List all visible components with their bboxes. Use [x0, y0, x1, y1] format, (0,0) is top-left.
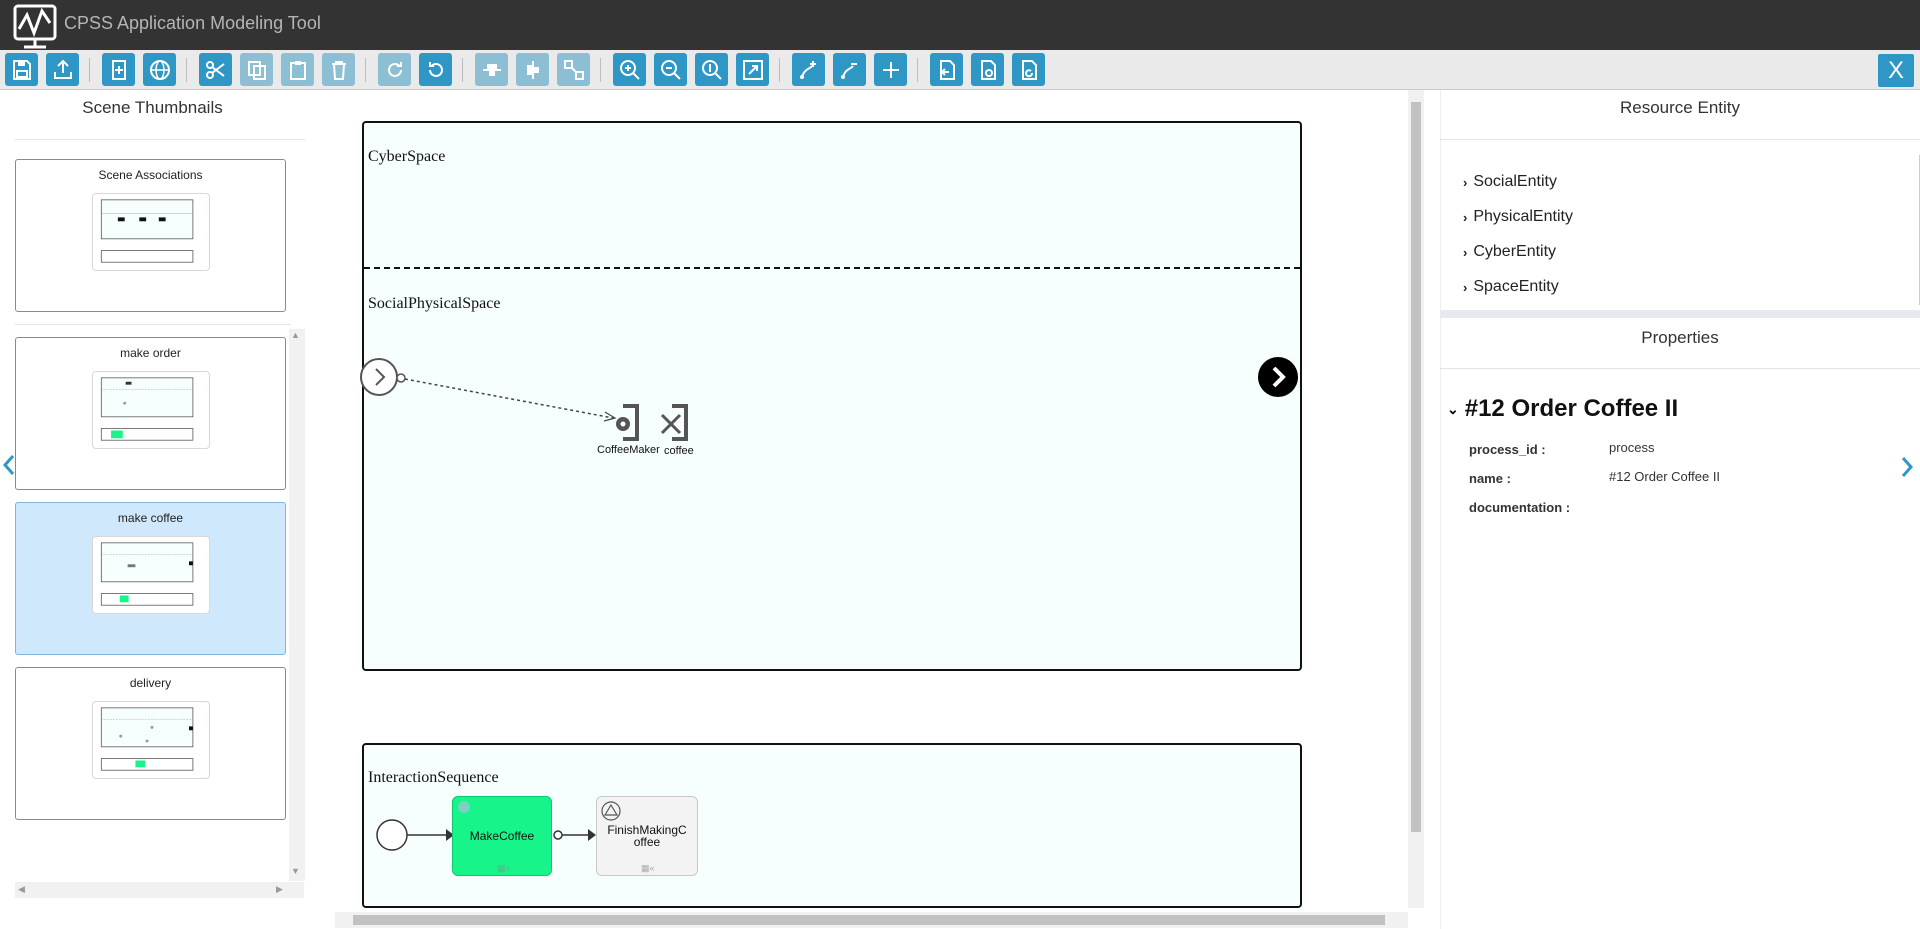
resource-entity-title: Resource Entity [1620, 98, 1740, 117]
chevron-right-icon: › [1463, 244, 1468, 260]
title-bar [0, 0, 1920, 50]
cut-icon[interactable] [199, 53, 232, 86]
right-panel [1440, 90, 1920, 929]
task-label-line1: FinishMakingC [607, 823, 687, 837]
prop-value-process-id[interactable]: process [1609, 440, 1655, 455]
scroll-right-arrow-icon[interactable]: ▶ [276, 884, 283, 894]
scene-thumbnail-delivery[interactable]: delivery [15, 667, 286, 820]
prop-key-process-id: process_id : [1469, 442, 1546, 457]
zoom-in-icon[interactable] [613, 53, 646, 86]
align-middle-icon[interactable] [516, 53, 549, 86]
scene-label: make coffee [117, 511, 184, 525]
prop-value-name[interactable]: #12 Order Coffee II [1609, 469, 1721, 484]
task-marker-icon: ▦« [641, 863, 655, 873]
chevron-right-icon: › [1463, 209, 1468, 225]
task-label: MakeCoffee [469, 829, 535, 843]
task-marker-icon: ▦« [497, 863, 511, 873]
refresh-file-icon[interactable] [1012, 53, 1045, 86]
coffee-node-icon[interactable] [658, 403, 698, 448]
app-title: CPSS Application Modeling Tool [64, 13, 321, 33]
next-scene-icon[interactable] [1257, 356, 1299, 403]
gear-icon [458, 801, 470, 813]
prop-key-name: name : [1469, 471, 1511, 486]
scene-preview [92, 371, 210, 449]
paste-icon[interactable] [281, 53, 314, 86]
properties-title: Properties [1641, 328, 1719, 347]
zoom-out-icon[interactable] [654, 53, 687, 86]
coffee-maker-node-icon[interactable] [609, 403, 649, 448]
plus-icon[interactable] [874, 53, 907, 86]
prop-key-documentation: documentation : [1469, 500, 1571, 515]
lane-label-cyberspace: CyberSpace [368, 148, 446, 165]
tree-item-physical-entity[interactable]: ›PhysicalEntity [1463, 208, 1573, 225]
scene-preview [92, 701, 210, 779]
save-icon[interactable] [5, 53, 38, 86]
fit-screen-icon[interactable] [736, 53, 769, 86]
edge-remove-icon[interactable] [833, 53, 866, 86]
canvas-horizontal-scroll-thumb[interactable] [353, 915, 1385, 925]
association-connector[interactable] [355, 350, 715, 460]
thumbnails-title: Scene Thumbnails [82, 98, 223, 117]
sequence-flow-connectors [376, 819, 596, 851]
scene-thumbnail-make-order[interactable]: make order [15, 337, 286, 490]
scene-thumbnail-make-coffee[interactable]: make coffee [15, 502, 286, 655]
delete-icon[interactable] [322, 53, 355, 86]
canvas-vertical-scroll-thumb[interactable] [1411, 102, 1421, 832]
tree-item-space-entity[interactable]: ›SpaceEntity [1463, 278, 1559, 295]
process-title: #12 Order Coffee II [1464, 395, 1679, 422]
scene-preview [92, 193, 210, 271]
scene-preview [92, 536, 210, 614]
chevron-right-icon: › [1463, 279, 1468, 295]
chevron-down-icon: ⌄ [1447, 400, 1459, 417]
export-file-icon[interactable] [971, 53, 1004, 86]
scene-label: Scene Associations [98, 168, 203, 182]
triangle-event-icon [600, 800, 622, 825]
scene-label: make order [120, 346, 181, 360]
align-center-icon[interactable] [475, 53, 508, 86]
lane-label-social-physical-space: SocialPhysicalSpace [368, 295, 501, 312]
task-finish-making-coffee[interactable]: FinishMakingC offee ▦« [596, 796, 698, 876]
close-button[interactable]: X [1878, 54, 1914, 87]
fit-icon[interactable] [557, 53, 590, 86]
edge-add-icon[interactable] [792, 53, 825, 86]
import-file-icon[interactable] [930, 53, 963, 86]
scroll-up-arrow-icon[interactable]: ▲ [291, 330, 300, 340]
toolbar [0, 50, 1920, 90]
panel-splitter[interactable] [1440, 310, 1920, 318]
app-logo-icon [12, 3, 58, 49]
coffee-label: coffee [664, 445, 694, 457]
scroll-down-arrow-icon[interactable]: ▼ [291, 866, 300, 876]
collapse-right-panel-icon[interactable] [1900, 455, 1914, 484]
canvas-horizontal-scrollbar[interactable] [335, 912, 1408, 928]
tree-item-cyber-entity[interactable]: ›CyberEntity [1463, 243, 1557, 260]
copy-icon[interactable] [240, 53, 273, 86]
scene-pool[interactable] [362, 121, 1302, 671]
add-page-icon[interactable] [102, 53, 135, 86]
process-header[interactable]: ⌄ #12 Order Coffee II [1447, 395, 1678, 423]
scene-label: delivery [129, 676, 172, 690]
upload-icon[interactable] [46, 53, 79, 86]
canvas-vertical-scrollbar[interactable] [1408, 90, 1424, 908]
lane-label-interaction-sequence: InteractionSequence [368, 769, 499, 786]
tree-item-social-entity[interactable]: ›SocialEntity [1463, 173, 1557, 190]
collapse-left-panel-icon[interactable] [2, 453, 16, 482]
task-label-line2: offee [633, 835, 661, 849]
task-make-coffee[interactable]: MakeCoffee ▦« [452, 796, 552, 876]
thumbnails-vertical-scrollbar[interactable] [289, 329, 305, 881]
thumbnails-horizontal-scrollbar[interactable] [15, 882, 304, 898]
chevron-right-icon: › [1463, 174, 1468, 190]
scroll-left-arrow-icon[interactable]: ◀ [18, 884, 25, 894]
scene-thumbnail-associations[interactable]: Scene Associations [15, 159, 286, 312]
lane-divider [364, 267, 1300, 269]
redo-icon[interactable] [378, 53, 411, 86]
zoom-actual-icon[interactable] [695, 53, 728, 86]
global-icon[interactable] [143, 53, 176, 86]
coffee-maker-label: CoffeeMaker [597, 444, 660, 456]
undo-icon[interactable] [419, 53, 452, 86]
